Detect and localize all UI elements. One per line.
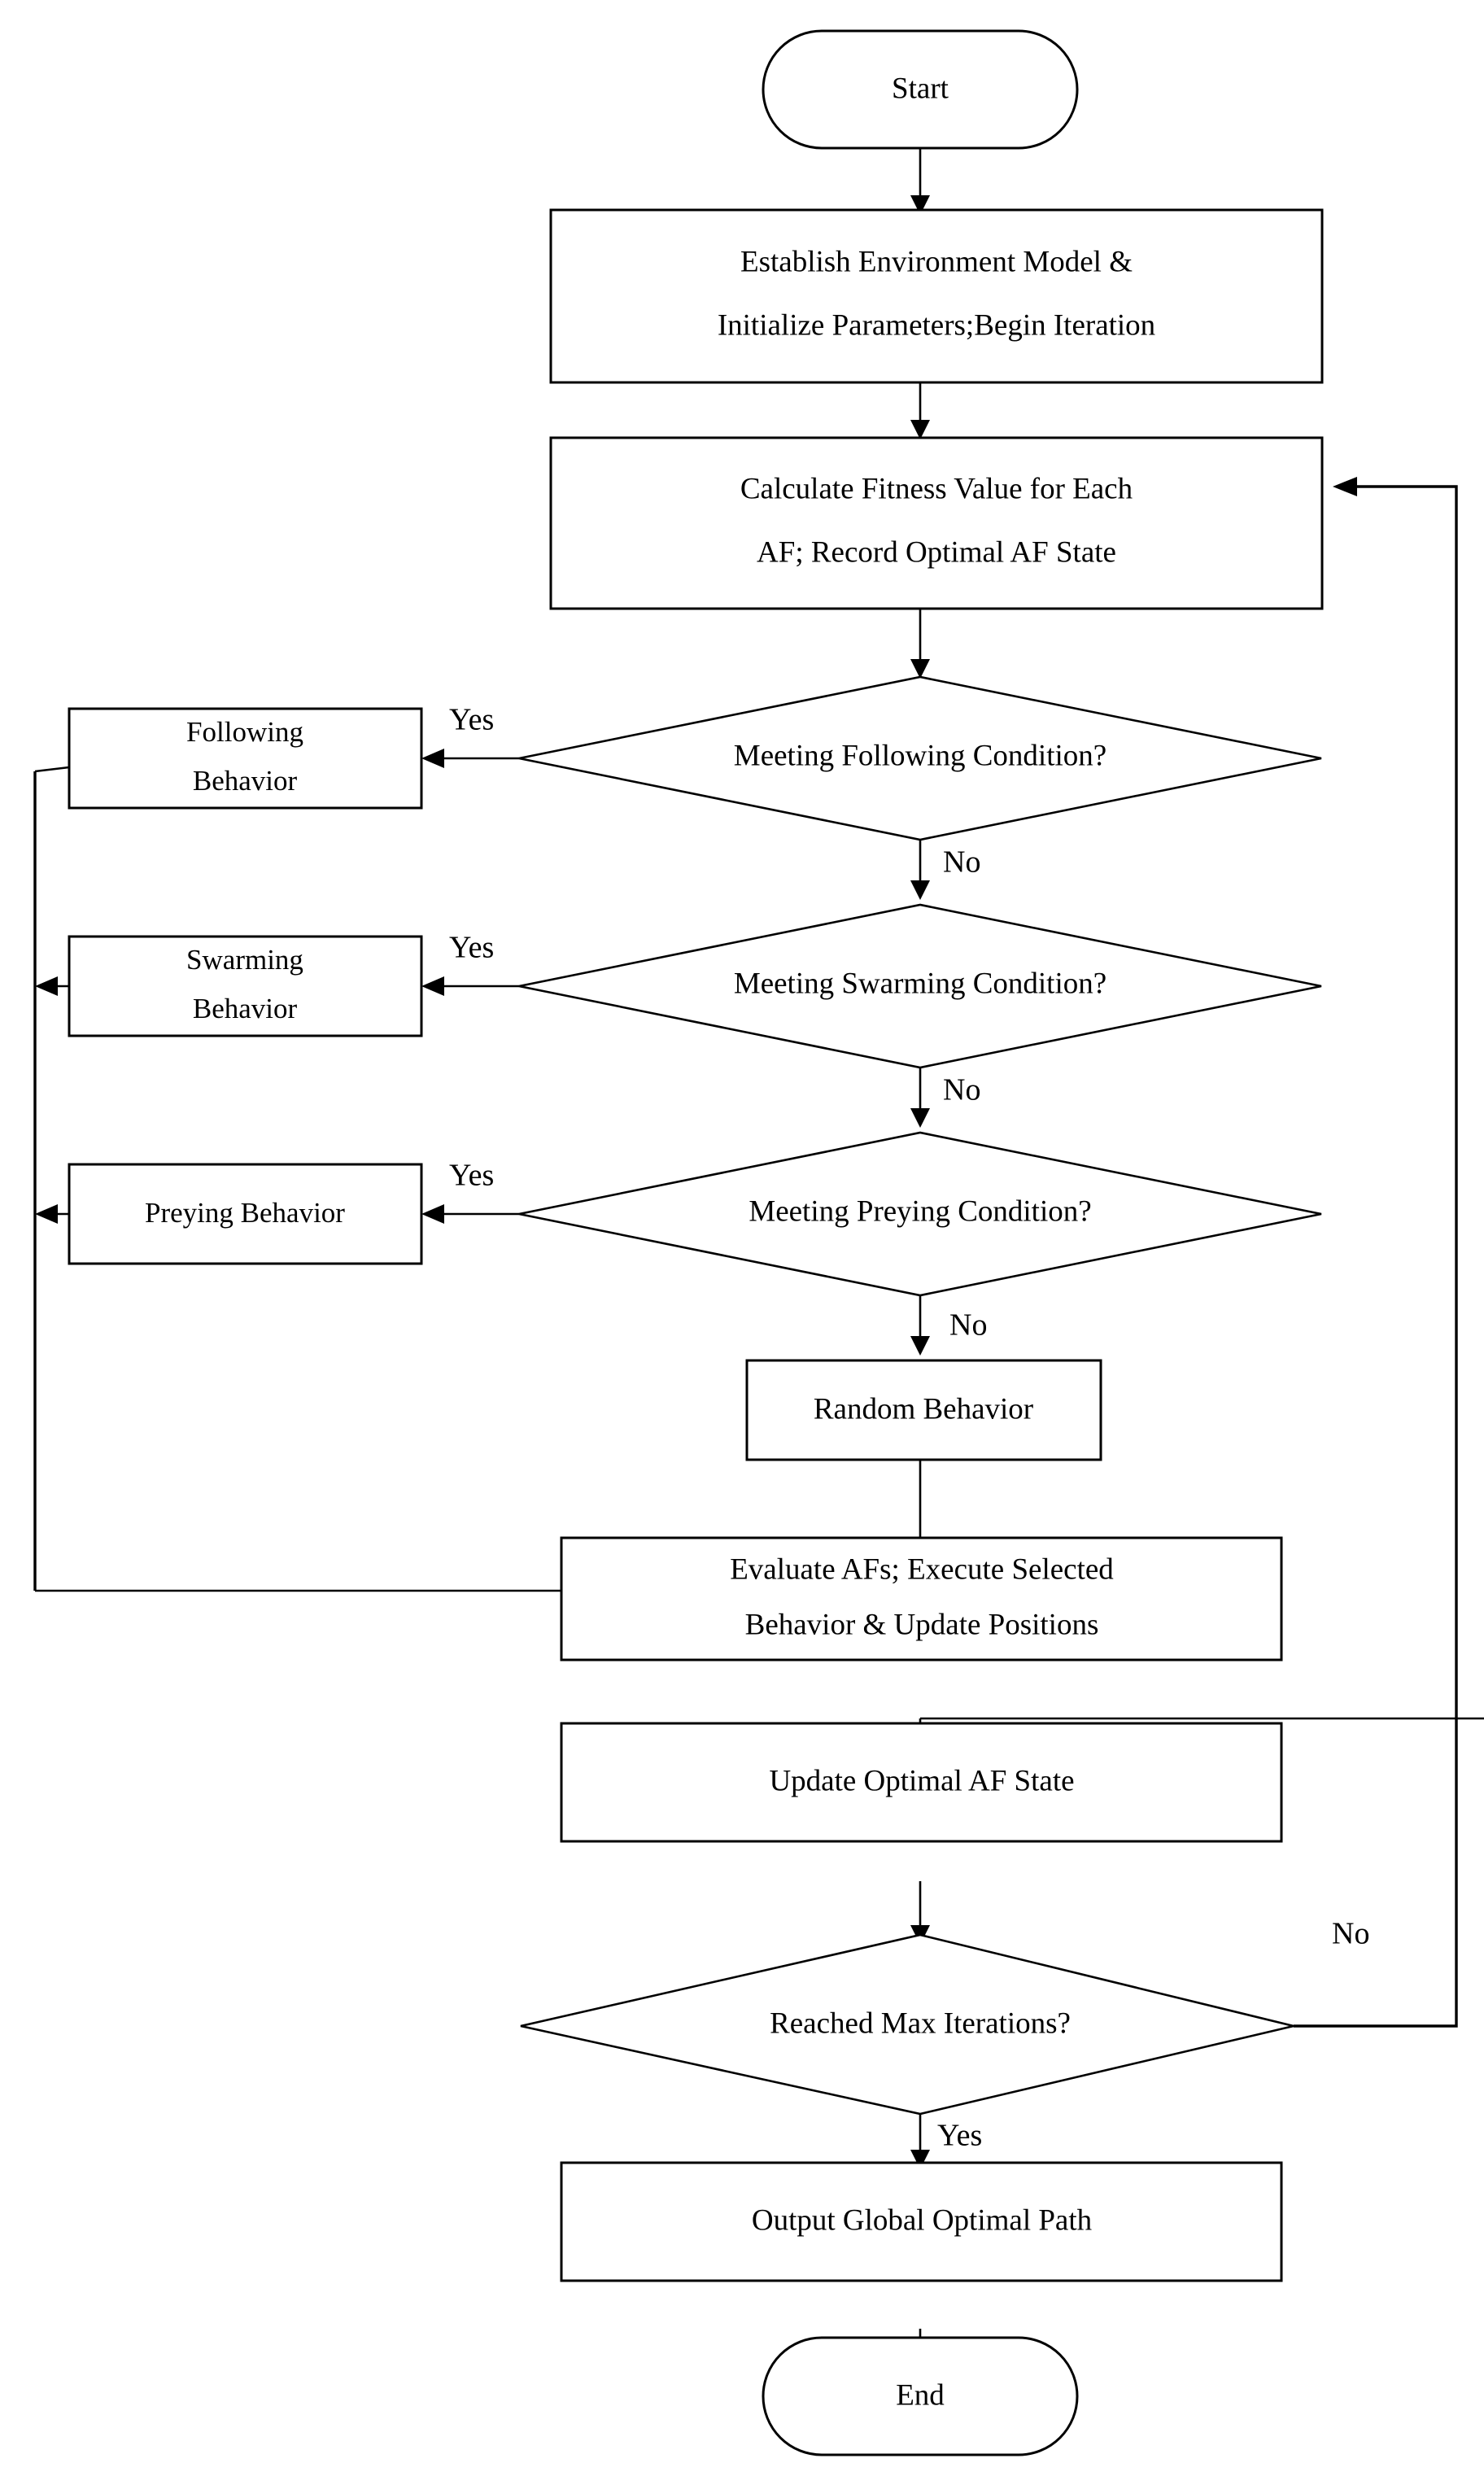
edge-max-iter-no-feedback [1294, 477, 1458, 2028]
edge-label-preying-yes: Yes [449, 1159, 494, 1193]
edge-start-to-init [910, 148, 930, 215]
random-behavior-shape [745, 1359, 1102, 1461]
preying-behavior-label: Preying Behavior [145, 1197, 345, 1229]
node-random-behavior[interactable]: Random Behavior [745, 1359, 1102, 1461]
edge-label-swarming-yes: Yes [449, 931, 494, 965]
edge-label-max-iter-yes: Yes [937, 2119, 982, 2153]
node-preying-behavior[interactable]: Preying Behavior [68, 1163, 423, 1265]
max-iterations-label: Reached Max Iterations? [770, 2006, 1071, 2040]
evaluate-label-line1: Evaluate AFs; Execute Selected [730, 1552, 1114, 1586]
edge-preying-cond-to-random-behavior [910, 1294, 930, 1356]
node-following-behavior[interactable]: Following Behavior [68, 707, 423, 810]
node-preying-condition[interactable]: Meeting Preying Condition? [518, 1131, 1322, 1297]
swarming-behavior-shape [68, 935, 423, 1037]
node-swarming-condition[interactable]: Meeting Swarming Condition? [518, 903, 1322, 1069]
swarming-behavior-label-line2: Behavior [193, 993, 298, 1024]
fitness-label-line2: AF; Record Optimal AF State [757, 535, 1116, 569]
edge-following-cond-to-following-behavior [421, 749, 519, 768]
start-label: Start [892, 72, 949, 105]
update-optimal-label: Update Optimal AF State [769, 1764, 1074, 1797]
swarming-behavior-label-line1: Swarming [186, 944, 303, 976]
edge-fitness-to-following-cond [910, 609, 930, 679]
fitness-shape [549, 436, 1324, 610]
edge-label-swarming-no: No [943, 1073, 980, 1107]
edge-following-cond-to-swarming-cond [910, 838, 930, 900]
preying-behavior-shape [68, 1163, 423, 1265]
init-label-line1: Establish Environment Model & [740, 245, 1133, 278]
node-max-iterations-condition[interactable]: Reached Max Iterations? [520, 1933, 1294, 2116]
evaluate-label-line2: Behavior & Update Positions [745, 1608, 1099, 1641]
init-shape [549, 208, 1324, 384]
edge-swarming-cond-to-preying-cond [910, 1066, 930, 1128]
following-behavior-shape [68, 707, 423, 810]
node-following-condition[interactable]: Meeting Following Condition? [518, 675, 1322, 841]
node-swarming-behavior[interactable]: Swarming Behavior [68, 935, 423, 1037]
end-shape [762, 2336, 1079, 2456]
node-end[interactable]: End [762, 2336, 1079, 2456]
node-update-optimal[interactable]: Update Optimal AF State [560, 1722, 1283, 1843]
node-start[interactable]: Start [762, 29, 1079, 150]
output-path-label: Output Global Optimal Path [752, 2203, 1093, 2237]
node-init[interactable]: Establish Environment Model & Initialize… [549, 208, 1324, 384]
following-behavior-label-line2: Behavior [193, 765, 298, 797]
update-optimal-shape [560, 1722, 1283, 1843]
edge-max-iter-to-output-path [910, 2106, 930, 2169]
edge-swarming-cond-to-swarming-behavior [421, 976, 519, 996]
start-shape [762, 29, 1079, 150]
end-label: End [896, 2378, 945, 2412]
edge-label-following-no: No [943, 845, 980, 880]
output-path-shape [560, 2161, 1283, 2282]
random-behavior-label: Random Behavior [814, 1392, 1033, 1426]
edge-preying-cond-to-preying-behavior [421, 1204, 519, 1224]
edge-label-following-yes: Yes [449, 703, 494, 737]
node-evaluate[interactable]: Evaluate AFs; Execute Selected Behavior … [560, 1536, 1283, 1662]
max-iterations-shape [520, 1933, 1294, 2116]
edge-label-max-iter-no: No [1332, 1917, 1369, 1951]
preying-condition-label: Meeting Preying Condition? [749, 1194, 1091, 1228]
edge-label-preying-no: No [949, 1308, 987, 1343]
node-output-path[interactable]: Output Global Optimal Path [560, 2161, 1283, 2282]
edge-init-to-fitness [910, 382, 930, 439]
following-behavior-label-line1: Following [186, 716, 303, 748]
evaluate-shape [560, 1536, 1283, 1662]
following-condition-label: Meeting Following Condition? [734, 739, 1106, 772]
node-fitness[interactable]: Calculate Fitness Value for Each AF; Rec… [549, 436, 1324, 610]
init-label-line2: Initialize Parameters;Begin Iteration [718, 308, 1155, 342]
swarming-condition-shape [518, 903, 1322, 1069]
fitness-label-line1: Calculate Fitness Value for Each [740, 472, 1133, 505]
following-condition-shape [518, 675, 1322, 841]
swarming-condition-label: Meeting Swarming Condition? [734, 967, 1106, 1000]
preying-condition-shape [518, 1131, 1322, 1297]
